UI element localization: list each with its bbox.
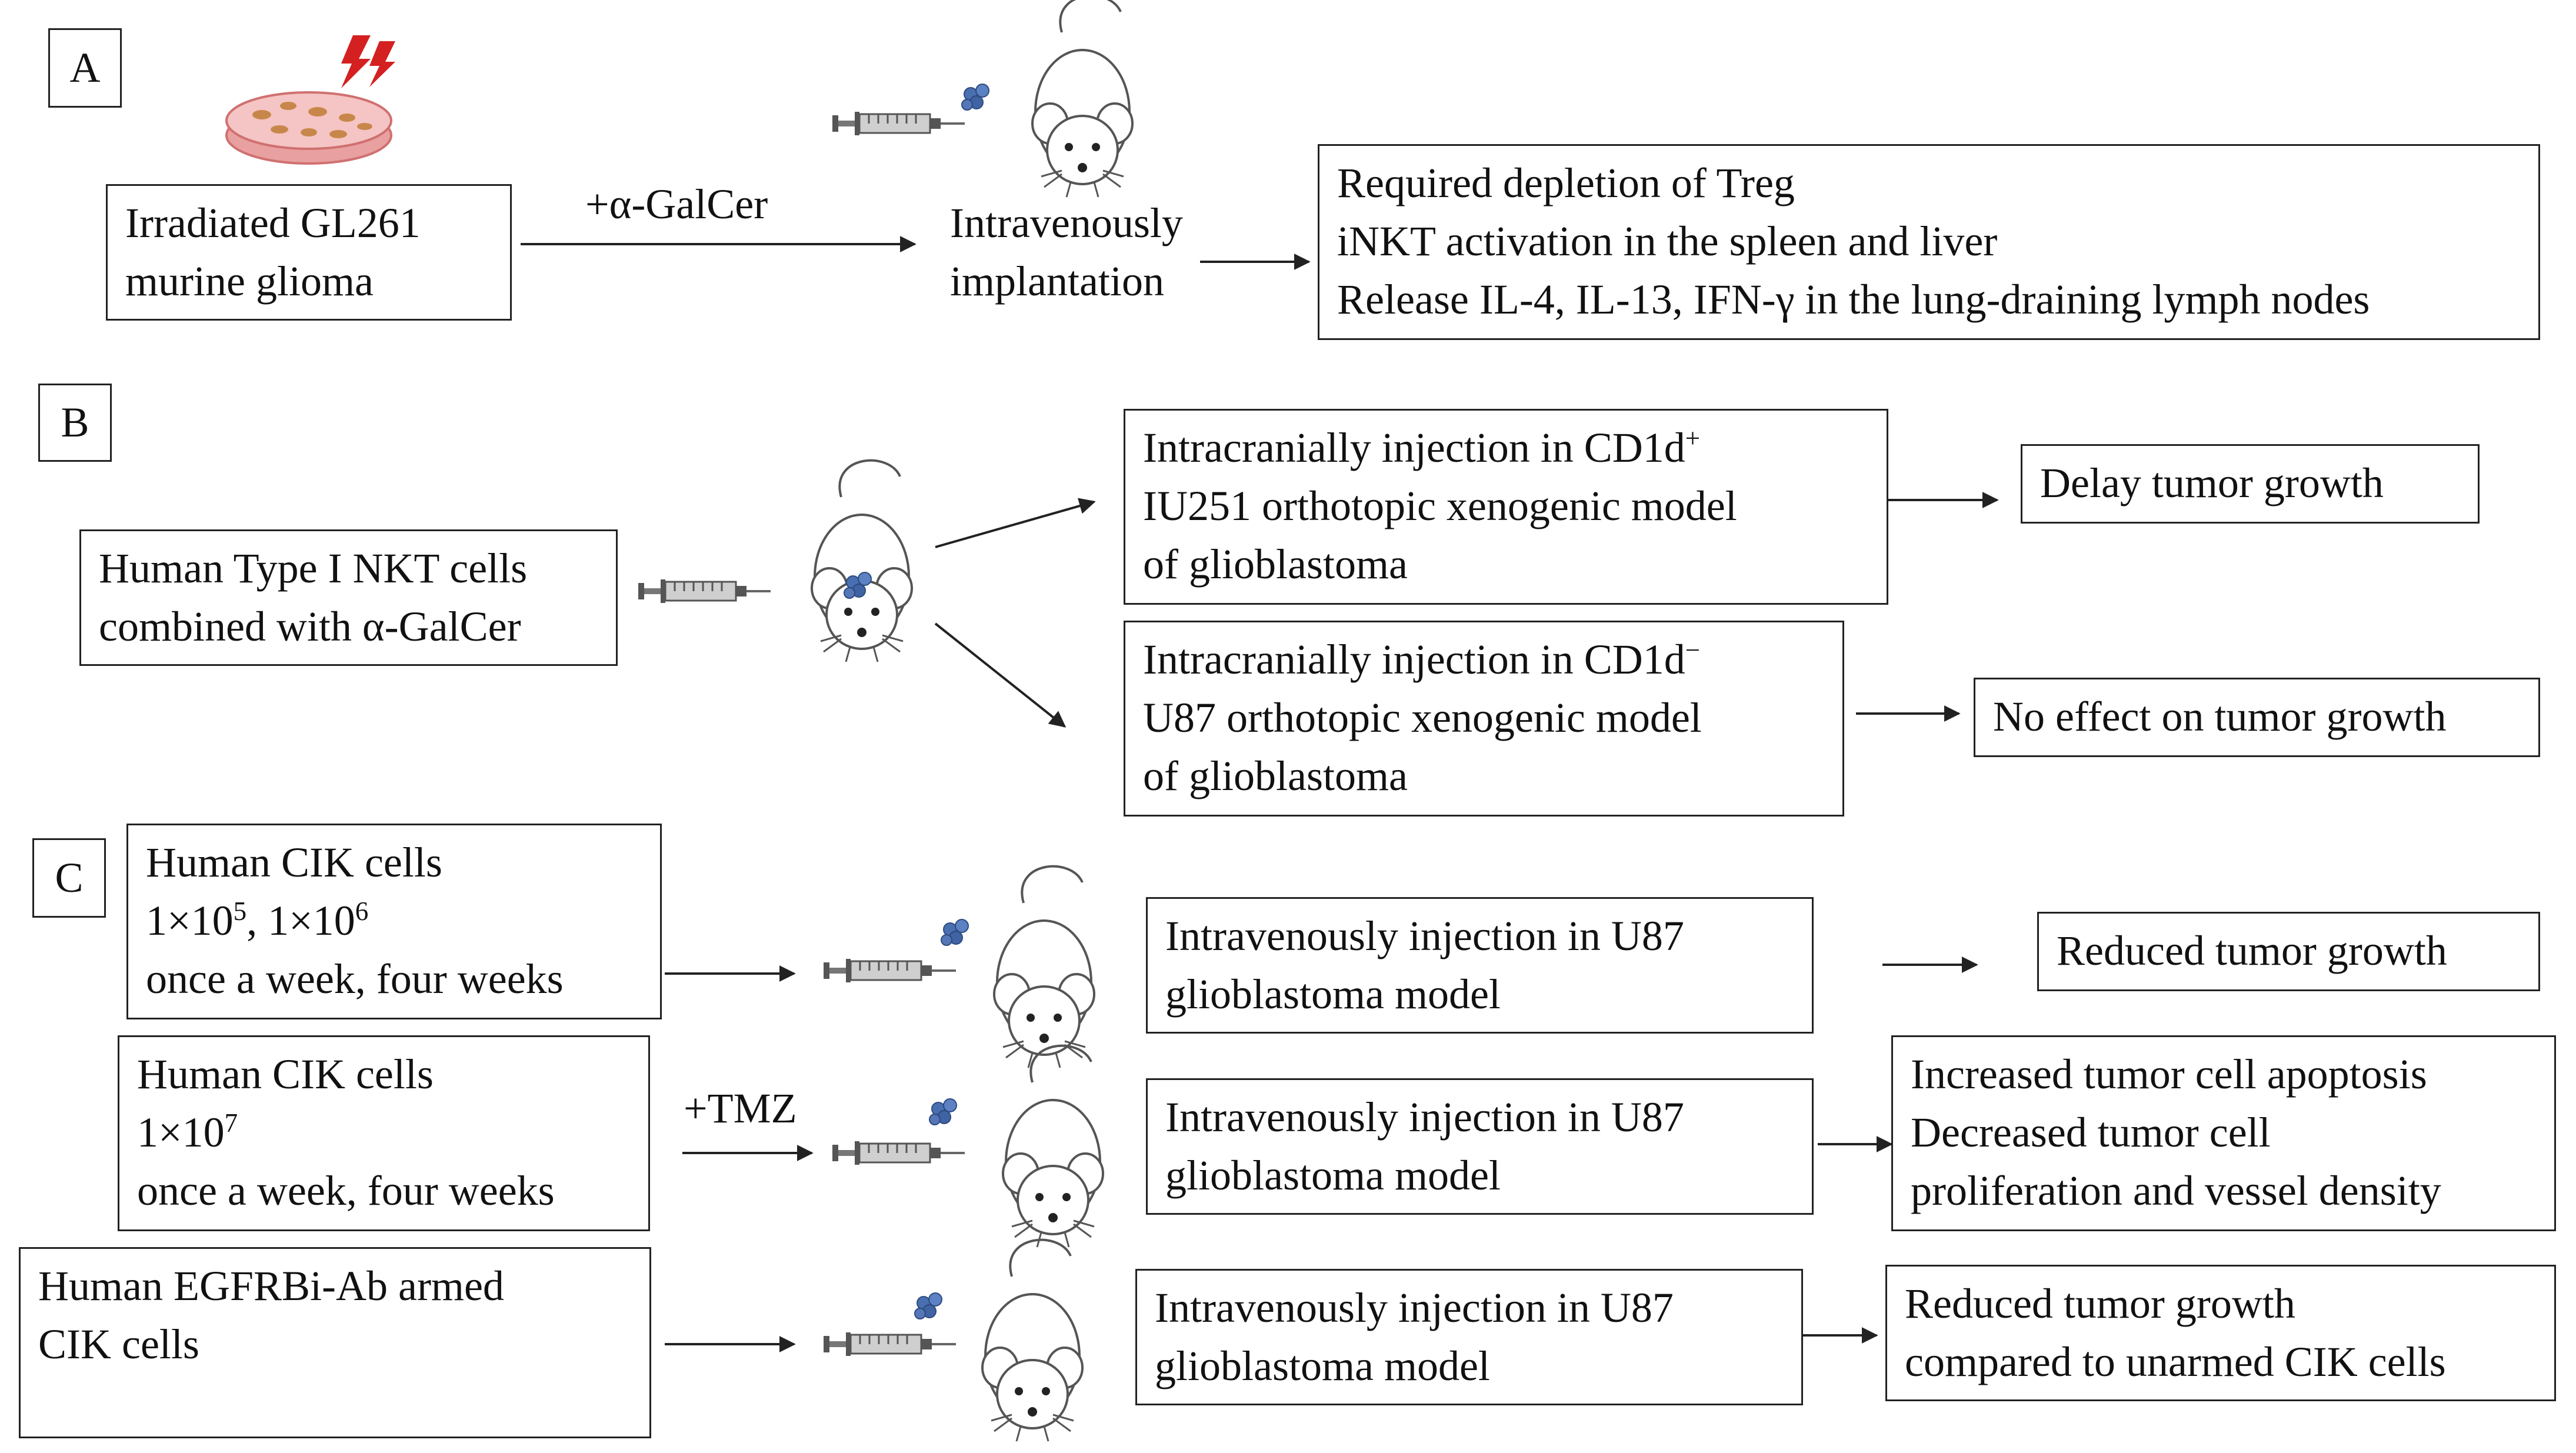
mouse-icon [1031,0,1134,198]
panel-c-row3-result-line: compared to unarmed CIK cells [1905,1338,2446,1385]
panel-c-row2-source-box: Human CIK cells 1×107 once a week, four … [118,1035,650,1231]
panel-a-arrow-label: +α-GalCer [585,181,768,228]
panel-c-row2-dose: 1×107 [137,1108,238,1156]
panel-c-row1-model-line: glioblastoma model [1165,971,1501,1018]
panel-c-row3-source-line: CIK cells [38,1321,199,1368]
syringe-icon [822,958,957,984]
panel-c-row3-source-box: Human EGFRBi-Ab armed CIK cells [19,1247,651,1438]
panel-c-row1-source-box: Human CIK cells 1×105, 1×106 once a week… [126,824,662,1019]
panel-b-bottom-model-line3: of glioblastoma [1143,752,1408,799]
panel-c-row1-dose: 1×105, 1×106 [146,897,369,944]
panel-c-row2-result-line: Increased tumor cell apoptosis [1911,1051,2427,1098]
mouse-icon [811,459,913,663]
arrow-b-up [935,498,1096,548]
panel-c-row1-model-line: Intravenously injection in U87 [1165,912,1684,959]
panel-b-top-model-line2: IU251 orthotopic xenogenic model [1143,482,1737,529]
panel-b-bottom-result: No effect on tumor growth [1993,693,2447,740]
panel-c-row2-model-line: glioblastoma model [1165,1152,1501,1199]
panel-c-row3-model-line: glioblastoma model [1155,1342,1490,1389]
panel-b-top-model-line3: of glioblastoma [1143,541,1408,588]
cell-cluster-icon [941,919,969,946]
panel-c-row2-model-line: Intravenously injection in U87 [1165,1094,1684,1141]
panel-c-row1-model-box: Intravenously injection in U87 glioblast… [1146,897,1814,1034]
panel-b-top-result-box: Delay tumor growth [2021,444,2480,524]
mouse-icon [993,865,1095,1069]
panel-b-source-line: combined with α-GalCer [99,603,521,650]
panel-b-top-model-line1: Intracranially injection in CD1d [1143,424,1685,471]
panel-c-row3-model-line: Intravenously injection in U87 [1155,1284,1674,1331]
lightning-icon [341,35,395,88]
syringe-icon [831,111,966,136]
arrow-b-down [934,622,1067,728]
cd1d-negative-sup: − [1685,635,1701,665]
syringe-icon [831,1140,966,1166]
panel-b-label: B [38,384,112,462]
cd1d-positive-sup: + [1685,424,1701,453]
panel-c-row2-arrow-label: +TMZ [684,1085,797,1132]
panel-b-bottom-model-line1: Intracranially injection in CD1d [1143,636,1685,683]
panel-b-bottom-result-box: No effect on tumor growth [1974,678,2540,757]
cell-cluster-icon [961,84,989,111]
panel-a-source-line: Irradiated GL261 [125,199,421,246]
panel-b-source-line: Human Type I NKT cells [99,545,528,592]
panel-b-top-result: Delay tumor growth [2040,459,2384,506]
panel-a-result-line: Required depletion of Treg [1337,159,1795,206]
panel-a-result-line: Release IL-4, IL-13, IFN-γ in the lung-d… [1337,276,2370,323]
panel-c-label: C [32,838,106,918]
panel-c-row1-title: Human CIK cells [146,839,442,886]
panel-c-row2-result-line: proliferation and vessel density [1911,1167,2441,1214]
panel-c-row3-model-box: Intravenously injection in U87 glioblast… [1135,1269,1803,1405]
panel-c-row3-source-line: Human EGFRBi-Ab armed [38,1262,504,1309]
cell-cluster-icon [929,1098,957,1125]
panel-c-row2-result-box: Increased tumor cell apoptosis Decreased… [1891,1035,2556,1231]
panel-b-bottom-model-box: Intracranially injection in CD1d− U87 or… [1124,621,1844,817]
syringe-icon [822,1331,957,1357]
panel-a-middle-text: Intravenously implantation [950,199,1183,305]
panel-c-row2-schedule: once a week, four weeks [137,1167,555,1214]
panel-c-row3-result-box: Reduced tumor growth compared to unarmed… [1885,1265,2556,1401]
panel-c-row2-title: Human CIK cells [137,1051,434,1098]
panel-a-label: A [48,28,122,108]
panel-b-top-model-box: Intracranially injection in CD1d+ IU251 … [1124,409,1888,605]
panel-c-row3-result-line: Reduced tumor growth [1905,1280,2295,1327]
panel-c-row1-schedule: once a week, four weeks [146,955,564,1002]
cell-cluster-icon [914,1292,942,1319]
panel-b-source-box: Human Type I NKT cells combined with α-G… [79,529,618,666]
panel-c-row2-result-line: Decreased tumor cell [1911,1109,2271,1156]
petri-dish-icon [225,91,392,165]
panel-b-bottom-model-line2: U87 orthotopic xenogenic model [1143,694,1702,741]
panel-c-row1-result: Reduced tumor growth [2057,927,2447,974]
panel-c-row2-model-box: Intravenously injection in U87 glioblast… [1146,1078,1814,1215]
panel-a-result-box: Required depletion of Treg iNKT activati… [1318,144,2540,340]
panel-c-row1-result-box: Reduced tumor growth [2037,912,2540,991]
panel-a-source-box: Irradiated GL261 murine glioma [106,184,512,321]
mouse-icon [981,1238,1084,1442]
panel-a-source-line: murine glioma [125,258,374,305]
mouse-icon [1002,1044,1104,1248]
panel-a-result-line: iNKT activation in the spleen and liver [1337,218,1998,265]
syringe-icon [637,578,772,604]
